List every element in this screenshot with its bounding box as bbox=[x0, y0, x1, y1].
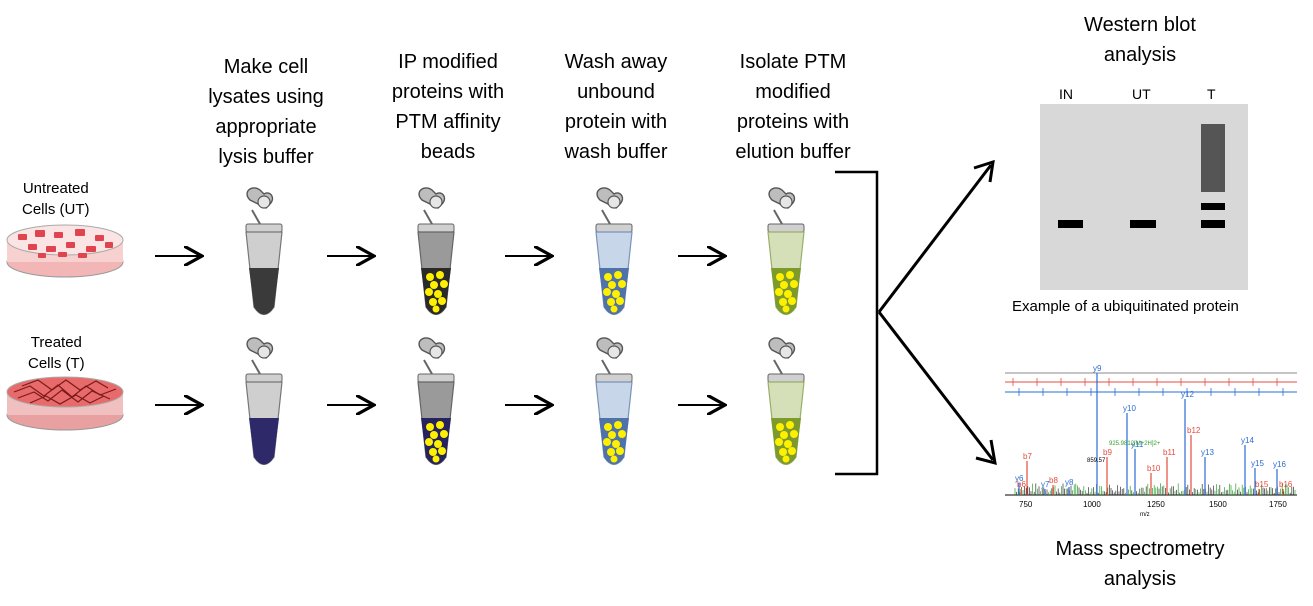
untreated-dish bbox=[6, 224, 124, 278]
treated-label: Treated Cells (T) bbox=[28, 332, 85, 374]
step-1-line-1: Make cell bbox=[223, 56, 309, 78]
step-2-line-1: IP modified bbox=[398, 51, 498, 73]
ms-peak-label: y15 bbox=[1251, 459, 1264, 468]
ms-x-ticks: 750 1000 1250 1500 1750 bbox=[1019, 500, 1287, 509]
ms-peak-label: b16 bbox=[1279, 480, 1293, 489]
ms-peak-label: y7 bbox=[1041, 480, 1050, 489]
process-arrows bbox=[155, 256, 723, 405]
step-2-label: IP modified proteins with PTM affinity b… bbox=[373, 47, 523, 167]
tube-ip-treated bbox=[417, 336, 455, 466]
step-2-line-4: beads bbox=[420, 141, 476, 163]
ms-peak-label: y9 bbox=[1093, 365, 1102, 373]
lane-label-t: T bbox=[1207, 86, 1216, 102]
step-3-line-3: protein with bbox=[564, 111, 668, 133]
ms-peak-label: y13 bbox=[1201, 448, 1214, 457]
step-1-line-2: lysates using bbox=[208, 86, 324, 108]
analysis-arrows bbox=[877, 159, 997, 466]
step-3-label: Wash away unbound protein with wash buff… bbox=[545, 47, 687, 167]
ms-peak-label: b11 bbox=[1163, 448, 1176, 457]
tube-wash-untreated bbox=[595, 186, 633, 316]
western-title-line2: analysis bbox=[1103, 44, 1177, 66]
tube-lysis-untreated bbox=[245, 186, 283, 316]
untreated-line1: Untreated bbox=[22, 180, 89, 197]
western-title-line1: Western blot bbox=[1084, 14, 1196, 36]
tube-lysis-treated bbox=[245, 336, 283, 466]
step-4-label: Isolate PTM modified proteins with eluti… bbox=[712, 47, 874, 167]
ms-peak-label: b8 bbox=[1049, 476, 1058, 485]
lane-label-in: IN bbox=[1059, 86, 1073, 102]
ms-mass-annotation: 859.57 bbox=[1087, 458, 1106, 464]
treated-line2: Cells (T) bbox=[28, 355, 85, 372]
ms-peak-label: b15 bbox=[1255, 480, 1269, 489]
tube-elute-treated bbox=[767, 336, 805, 466]
step-1-line-4: lysis buffer bbox=[218, 146, 314, 168]
ms-tick-label: 1500 bbox=[1209, 500, 1227, 509]
western-blot-title: Western blot analysis bbox=[1060, 10, 1220, 70]
treated-dish bbox=[6, 376, 124, 431]
ms-peaks bbox=[1012, 373, 1296, 495]
ms-title-line2: analysis bbox=[1103, 568, 1177, 590]
ms-title-line1: Mass spectrometry bbox=[1055, 538, 1225, 560]
untreated-label: Untreated Cells (UT) bbox=[22, 178, 90, 220]
ms-peak-label: b7 bbox=[1023, 452, 1032, 461]
ms-peak-label: y14 bbox=[1241, 436, 1254, 445]
lane-label-ut: UT bbox=[1132, 86, 1151, 102]
step-1-label: Make cell lysates using appropriate lysi… bbox=[198, 52, 334, 172]
ms-peak-label: b12 bbox=[1187, 426, 1201, 435]
step-3-line-4: wash buffer bbox=[564, 141, 668, 163]
untreated-line2: Cells (UT) bbox=[22, 201, 90, 218]
step-2-line-2: proteins with bbox=[391, 81, 505, 103]
mass-spectrum: y9 y10 y12 y14 y11 y13 y15 y16 y6 y7 y8 b12 b11 b9 b7 b… bbox=[1005, 365, 1297, 518]
ms-peak-label: y12 bbox=[1181, 390, 1194, 399]
step-4-line-3: proteins with bbox=[736, 111, 850, 133]
step-3-line-1: Wash away bbox=[564, 51, 668, 73]
ms-peak-label: b10 bbox=[1147, 464, 1161, 473]
ms-precursor-annotation: 925.9812[M+2H]2+ bbox=[1109, 441, 1161, 447]
ms-tick-label: 1000 bbox=[1083, 500, 1101, 509]
step-4-line-1: Isolate PTM bbox=[739, 51, 847, 73]
bracket bbox=[835, 170, 879, 476]
ms-tick-label: 750 bbox=[1019, 500, 1033, 509]
ms-peak-label: b6 bbox=[1017, 480, 1026, 489]
step-1-line-3: appropriate bbox=[215, 116, 317, 138]
step-3-line-2: unbound bbox=[577, 81, 655, 103]
step-4-line-4: elution buffer bbox=[735, 141, 851, 163]
treated-line1: Treated bbox=[30, 334, 82, 351]
tube-wash-treated bbox=[595, 336, 633, 466]
western-blot bbox=[1040, 104, 1248, 290]
mass-spec-title: Mass spectrometry analysis bbox=[1040, 534, 1240, 594]
ms-tick-label: 1750 bbox=[1269, 500, 1287, 509]
ms-peak-labels: y9 y10 y12 y14 y11 y13 y15 y16 y6 y7 y8 b12 b11 b9 b7 b… bbox=[1015, 365, 1293, 489]
western-blot-caption: Example of a ubiquitinated protein bbox=[1012, 298, 1239, 315]
step-2-line-3: PTM affinity bbox=[395, 111, 501, 133]
step-4-line-2: modified bbox=[755, 81, 831, 103]
ms-x-label: m/z bbox=[1140, 512, 1150, 518]
ms-tick-label: 1250 bbox=[1147, 500, 1165, 509]
ms-peak-label: y11 bbox=[1131, 440, 1144, 449]
ms-peak-label: y6 bbox=[1015, 474, 1024, 483]
ms-peak-label: y10 bbox=[1123, 404, 1136, 413]
ms-peak-label: b9 bbox=[1103, 448, 1112, 457]
tube-elute-untreated bbox=[767, 186, 805, 316]
ms-peak-label: y16 bbox=[1273, 460, 1286, 469]
tube-ip-untreated bbox=[417, 186, 455, 316]
ms-peak-label: y8 bbox=[1065, 478, 1074, 487]
